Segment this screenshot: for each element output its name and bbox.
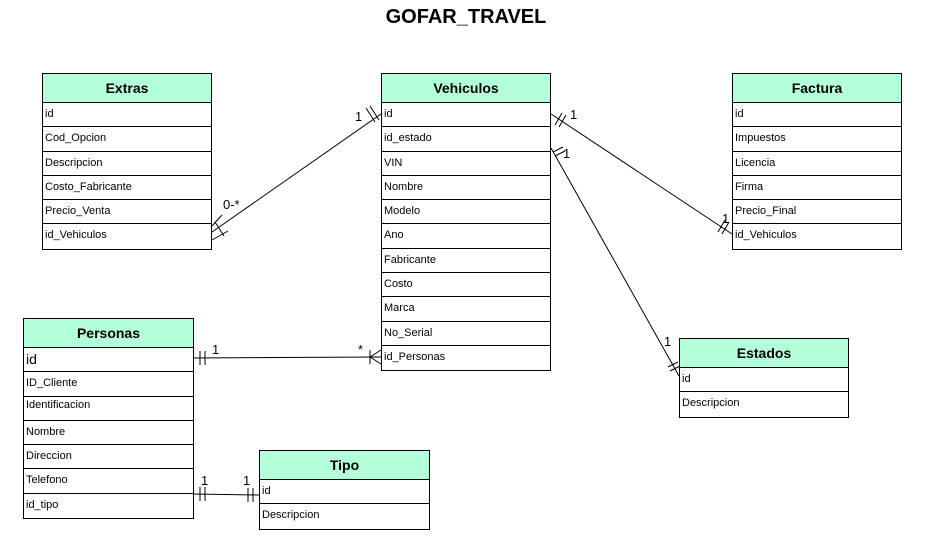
card-tipo-one: 1 [243,473,250,488]
extras-field-precio-venta: Precio_Venta [43,200,211,225]
rel-vehiculos-estados[interactable] [550,146,681,377]
diagram-title: GOFAR_TRAVEL [385,6,547,28]
card-vehiculos-factura-one: 1 [570,107,577,122]
entity-vehiculos[interactable]: Vehiculos id id_estado VIN Nombre Modelo… [381,73,551,372]
extras-field-id: id [43,103,211,128]
entity-estados-header: Estados [680,339,848,368]
vehiculos-field-ano: Ano [382,224,550,249]
factura-field-id-vehiculos: id_Vehiculos [735,229,797,242]
card-vehiculos-extras-many: 0-* [223,197,240,212]
estados-field-id: id [680,368,848,393]
tipo-field-id: id [260,480,429,505]
extras-field-cod-opcion: Cod_Opcion [43,127,211,152]
factura-field-licencia: Licencia [733,152,901,176]
factura-field-impuestos: Impuestos [733,127,901,152]
extras-field-id-vehiculos: id_Vehiculos [45,229,107,242]
personas-field-nombre: Nombre [24,421,193,446]
vehiculos-field-vin: VIN [382,152,550,176]
entity-vehiculos-header: Vehiculos [382,74,550,103]
vehiculos-field-id-personas: id_Personas [384,350,446,363]
rel-vehiculos-extras[interactable] [211,105,382,241]
vehiculos-field-fabricante: Fabricante [382,249,550,274]
card-vehiculos-many: * [358,342,363,357]
vehiculos-field-no-serial: No_Serial [382,322,550,346]
vehiculos-field-id-estado: id_estado [382,127,550,152]
entity-extras-header: Extras [43,74,211,103]
estados-field-descripcion: Descripcion [682,397,740,410]
card-personas-vehiculos-one: 1 [212,342,219,357]
vehiculos-field-id: id [382,103,550,128]
vehiculos-field-marca: Marca [382,297,550,322]
entity-factura[interactable]: Factura id Impuestos Licencia Firma Prec… [732,73,902,250]
personas-field-telefono: Telefono [24,469,193,494]
rel-vehiculos-factura[interactable] [550,112,733,235]
personas-field-identificacion: Identificacion [24,397,193,421]
entity-tipo-header: Tipo [260,451,429,480]
vehiculos-field-costo: Costo [382,273,550,298]
rel-personas-tipo[interactable] [193,487,260,502]
card-personas-tipo-one: 1 [201,473,208,488]
card-vehiculos-extras-one: 1 [355,109,362,124]
rel-personas-vehiculos[interactable] [193,349,382,365]
personas-field-direccion: Direccion [24,445,193,470]
tipo-field-descripcion: Descripcion [262,509,320,522]
card-factura-one: 1 [722,211,729,226]
personas-field-id-tipo: id_tipo [26,498,59,511]
factura-field-id: id [733,103,901,128]
entity-extras[interactable]: Extras id Cod_Opcion Descripcion Costo_F… [42,73,212,250]
factura-field-firma: Firma [733,176,901,201]
card-estados-one: 1 [664,334,671,349]
extras-field-descripcion: Descripcion [43,152,211,176]
entity-personas[interactable]: Personas id ID_Cliente Identificacion No… [23,318,194,520]
extras-field-costo-fabricante: Costo_Fabricante [43,176,211,201]
personas-field-id: id [24,348,193,373]
entity-factura-header: Factura [733,74,901,103]
factura-field-precio-final: Precio_Final [733,200,901,225]
personas-field-id-cliente: ID_Cliente [24,372,193,397]
entity-estados[interactable]: Estados id Descripcion [679,338,849,418]
vehiculos-field-modelo: Modelo [382,200,550,225]
entity-tipo[interactable]: Tipo id Descripcion [259,450,430,530]
entity-personas-header: Personas [24,319,193,348]
card-vehiculos-estados-one: 1 [563,146,570,161]
vehiculos-field-nombre: Nombre [382,176,550,201]
